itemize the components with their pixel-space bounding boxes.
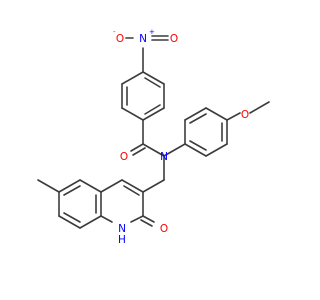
nitro-nitrogen-label: N + <box>139 28 155 45</box>
methoxy-oxygen-label: O <box>241 109 249 121</box>
nitro-oxygen-anion-label: O - <box>113 28 124 45</box>
ring-nh-label: N H <box>118 223 126 246</box>
ring-hydrogen-symbol: H <box>118 234 126 246</box>
bond-lines <box>37 35 270 229</box>
atom-charge: + <box>149 28 155 36</box>
ring-nitrogen-symbol: N <box>118 223 126 235</box>
amide-nitrogen-label: N <box>160 151 168 163</box>
nitro-oxygen-label: O <box>170 33 178 45</box>
molecule-structure: N + O - O O N O N H O <box>37 28 270 246</box>
atom-charge: - <box>113 28 116 36</box>
atom-labels: N + O - O O N O N H O <box>113 28 249 246</box>
carbonyl-oxygen-label: O <box>120 151 128 163</box>
atom-symbol: O <box>116 33 124 45</box>
lactam-oxygen-label: O <box>160 223 168 235</box>
atom-symbol: N <box>139 33 147 45</box>
